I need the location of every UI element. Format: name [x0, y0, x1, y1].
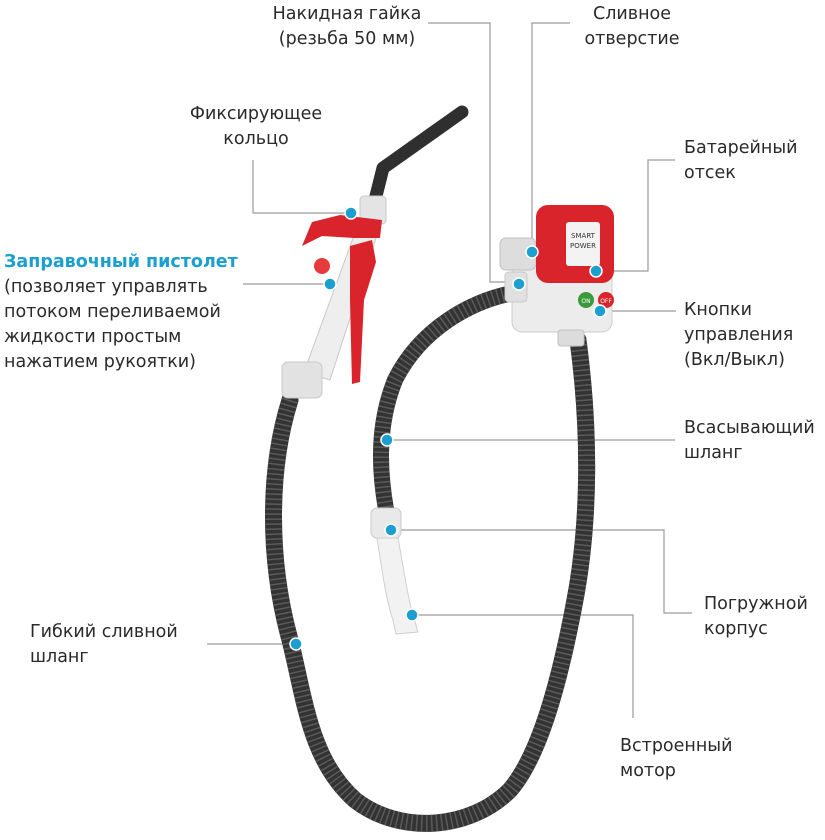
- label-union-nut: Накидная гайка (резьба 50 мм): [262, 2, 432, 52]
- brand-line-2: POWER: [570, 242, 596, 250]
- label-flex-hose-line-2: шланг: [30, 647, 89, 667]
- off-button-text: OFF: [600, 298, 612, 305]
- label-drain-hole: Сливное отверстие: [572, 2, 692, 52]
- label-drain-hole-line-1: Сливное: [592, 4, 671, 24]
- dot-flex-hose: [289, 637, 303, 651]
- brand-line-1: SMART: [571, 232, 596, 240]
- fuel-nozzle: [281, 105, 469, 399]
- dot-motor: [405, 608, 419, 622]
- label-buttons: Кнопки управления (Вкл/Выкл): [684, 298, 793, 373]
- label-nozzle-desc-2: потоком переливаемой: [4, 302, 221, 322]
- leader-motor: [412, 614, 634, 718]
- label-union-nut-line-2: (резьба 50 мм): [278, 29, 416, 49]
- label-suction-line-2: шланг: [684, 443, 743, 463]
- off-button-device: [598, 292, 614, 308]
- label-battery-line-1: Батарейный: [684, 138, 798, 158]
- label-nozzle-desc-1: (позволяет управлять: [4, 277, 208, 297]
- label-motor-line-2: мотор: [620, 761, 676, 781]
- red-lever: [350, 240, 376, 384]
- label-locking-ring-line-2: кольцо: [223, 129, 289, 149]
- red-button: [314, 258, 330, 274]
- label-battery-line-2: отсек: [684, 163, 736, 183]
- suction-hose: [373, 284, 526, 528]
- spout: [368, 105, 469, 207]
- label-union-nut-line-1: Накидная гайка: [272, 4, 422, 24]
- hose-connector: [557, 329, 585, 347]
- discharge-hose-ribs: [265, 338, 596, 832]
- leader-locking-ring: [252, 160, 350, 214]
- dot-locking-ring: [344, 206, 358, 220]
- label-battery: Батарейный отсек: [684, 136, 798, 186]
- leader-submersible: [391, 529, 692, 614]
- label-nozzle-desc-4: нажатием рукоятки): [4, 352, 196, 372]
- dot-union-nut: [512, 277, 526, 291]
- label-nozzle-desc-3: жидкости простым: [4, 327, 182, 347]
- leader-drain-hole: [531, 22, 570, 250]
- label-buttons-line-1: Кнопки: [684, 300, 752, 320]
- label-submersible: Погружной корпус: [704, 592, 808, 642]
- label-flex-hose: Гибкий сливной шланг: [30, 620, 178, 670]
- label-flex-hose-line-1: Гибкий сливной: [30, 622, 178, 642]
- suction-hose-ribs: [373, 284, 520, 522]
- label-locking-ring-line-1: Фиксирующее: [189, 104, 323, 124]
- label-submersible-line-1: Погружной: [704, 594, 808, 614]
- dot-battery: [589, 264, 603, 278]
- leader-battery: [596, 159, 675, 272]
- label-suction: Всасывающий шланг: [684, 416, 815, 466]
- callout-dots: [289, 206, 607, 651]
- dot-buttons: [593, 304, 607, 318]
- red-grip: [302, 215, 382, 246]
- label-submersible-line-2: корпус: [704, 619, 768, 639]
- label-nozzle-title: Заправочный пистолет: [4, 252, 238, 272]
- pump-head: SMART POWER ON OFF: [499, 205, 614, 347]
- on-button-device: [578, 292, 594, 308]
- label-motor-line-1: Встроенный: [620, 736, 733, 756]
- label-motor: Встроенный мотор: [620, 734, 732, 784]
- dot-drain-hole: [525, 245, 539, 259]
- label-buttons-line-3: (Вкл/Выкл): [684, 350, 785, 370]
- on-button-text: ON: [581, 298, 590, 305]
- label-buttons-line-2: управления: [684, 325, 794, 345]
- nozzle-collar: [281, 361, 323, 399]
- label-drain-hole-line-2: отверстие: [584, 29, 680, 49]
- label-suction-line-1: Всасывающий: [684, 418, 815, 438]
- device-label-area: [566, 222, 600, 266]
- label-nozzle: Заправочный пистолет (позволяет управлят…: [4, 250, 238, 375]
- dot-nozzle: [323, 277, 337, 291]
- label-locking-ring: Фиксирующее кольцо: [178, 102, 334, 152]
- dot-submersible: [384, 523, 398, 537]
- dot-suction: [380, 433, 394, 447]
